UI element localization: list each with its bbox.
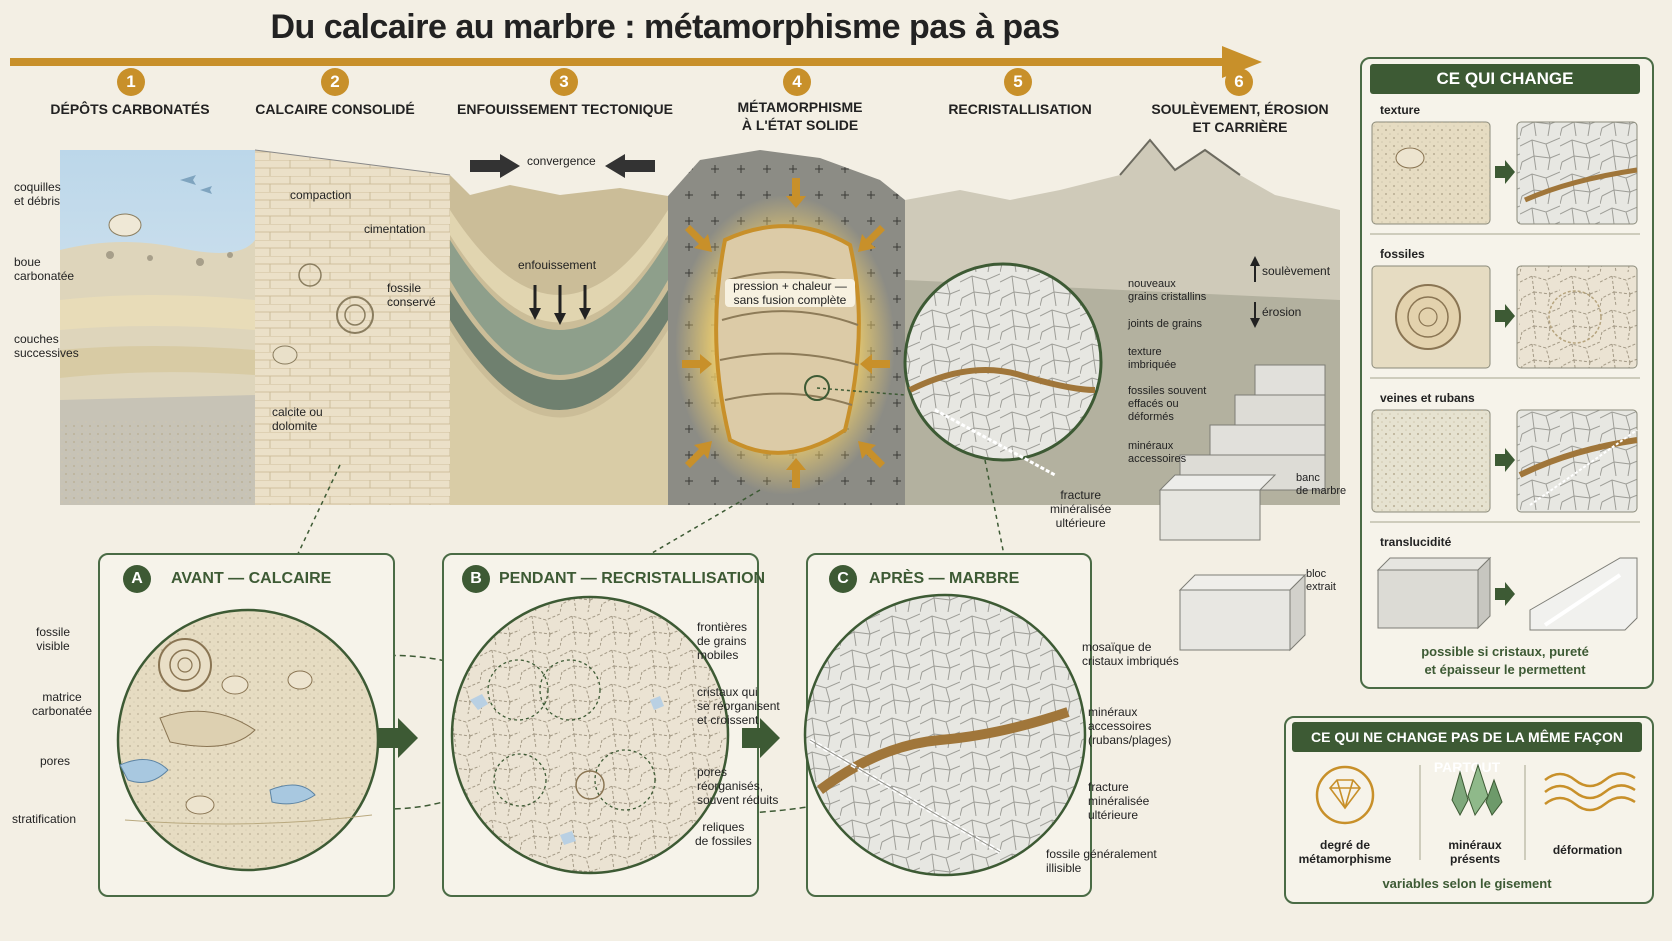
changes-title: CE QUI CHANGE	[1370, 64, 1640, 94]
label-matrice: matrice carbonatée	[32, 690, 93, 718]
label-couches: couches successives	[14, 332, 79, 360]
label-fracture-panel: fracture minéralisée ultérieure	[1088, 780, 1150, 822]
step-6-number: 6	[1225, 68, 1253, 96]
change-translucidite-label: translucidité	[1380, 535, 1452, 549]
scene-carbonate-deposits	[60, 150, 255, 505]
label-pores-reorganises: pores réorganisés, souvent réduits	[697, 765, 779, 807]
label-nouveaux-grains: nouveaux grains cristallins	[1128, 278, 1207, 303]
step-4-number: 4	[783, 68, 811, 96]
label-coquilles: coquilles et débris	[14, 180, 61, 208]
change-fossiles-label: fossiles	[1380, 247, 1425, 261]
label-fossiles-effaces: fossiles souvent effacés ou déformés	[1128, 385, 1207, 423]
panel-a-badge: A	[123, 565, 151, 593]
label-reliques: reliques de fossiles	[695, 820, 752, 848]
label-soulevement: soulèvement	[1262, 264, 1331, 278]
label-convergence: convergence	[527, 154, 596, 168]
label-bloc-extrait: bloc extrait	[1306, 568, 1336, 593]
label-enfouissement: enfouissement	[518, 258, 597, 272]
change-veines-label: veines et rubans	[1380, 391, 1475, 405]
step-2-label: CALCAIRE CONSOLIDÉ	[255, 101, 415, 117]
label-mineraux-accessoires: minéraux accessoires	[1128, 440, 1187, 465]
label-fossile-illisible: fossile généralement illisible	[1046, 847, 1157, 875]
step-2-number: 2	[321, 68, 349, 96]
diamond-icon	[1315, 765, 1375, 825]
scene-recrystallization-lens	[816, 262, 1103, 477]
circle-calcaire	[116, 608, 380, 872]
page-title: Du calcaire au marbre : métamorphisme pa…	[270, 8, 1060, 46]
panel-c-badge: C	[829, 565, 857, 593]
label-joints-grains: joints de grains	[1128, 318, 1202, 330]
step-1-label: DÉPÔTS CARBONATÉS	[50, 101, 210, 117]
variable-note: variables selon le gisement	[1382, 876, 1552, 891]
label-fossile-conserve: fossile conservé	[387, 281, 436, 309]
item-degre-label: degré de métamorphisme	[1298, 838, 1392, 866]
label-pores: pores	[40, 754, 71, 768]
scene-folding	[450, 154, 668, 505]
label-cristaux: cristaux qui se réorganisent et croissen…	[697, 685, 780, 727]
step-4-label-line2: À L'ÉTAT SOLIDE	[741, 117, 859, 133]
crystal-icon	[1451, 763, 1503, 817]
label-cimentation: cimentation	[364, 222, 426, 236]
panel-b-title: PENDANT — RECRISTALLISATION	[499, 570, 766, 587]
label-stratification: stratification	[12, 812, 77, 826]
circle-recristallisation	[450, 595, 730, 875]
label-fracture-scene: fracture minéralisée ultérieure	[1050, 488, 1112, 530]
step-4-label-line1: MÉTAMORPHISME	[737, 99, 863, 115]
label-mineraux-rubans: minéraux accessoires (rubans/plages)	[1088, 705, 1172, 747]
step-3-number: 3	[550, 68, 578, 96]
panel-b-badge: B	[462, 565, 490, 593]
wave-icon	[1544, 772, 1636, 812]
step-1-number: 1	[117, 68, 145, 96]
label-calcite: calcite ou dolomite	[272, 405, 323, 433]
variable-title: CE QUI NE CHANGE PAS DE LA MÊME FAÇON PA…	[1292, 722, 1642, 775]
label-mosaique: mosaïque de cristaux imbriqués	[1082, 640, 1179, 668]
label-texture-imbriquee: texture imbriquée	[1128, 346, 1177, 371]
panel-a-title: AVANT — CALCAIRE	[171, 570, 332, 587]
scene-limestone	[254, 149, 451, 505]
circle-marbre	[803, 593, 1087, 877]
label-erosion: érosion	[1262, 305, 1302, 319]
label-boue: boue carbonatée	[14, 255, 75, 283]
item-deformation-label: déformation	[1552, 843, 1623, 857]
label-fossile-visible: fossile visible	[36, 625, 71, 653]
change-texture-label: texture	[1380, 103, 1421, 117]
label-compaction: compaction	[290, 188, 352, 202]
step-5-label: RECRISTALLISATION	[948, 101, 1092, 117]
step-6-label-line2: ET CARRIÈRE	[1192, 119, 1288, 135]
step-6-label-line1: SOULÈVEMENT, ÉROSION	[1151, 101, 1329, 117]
label-pression-chaleur: pression + chaleur — sans fusion complèt…	[725, 279, 855, 307]
label-frontieres: frontières de grains mobiles	[697, 620, 748, 662]
translucidite-note: possible si cristaux, pureté et épaisseu…	[1421, 644, 1589, 677]
label-banc-marbre: banc de marbre	[1296, 472, 1347, 497]
step-5-number: 5	[1004, 68, 1032, 96]
item-mineraux-label: minéraux présents	[1448, 838, 1502, 866]
step-3-label: ENFOUISSEMENT TECTONIQUE	[457, 101, 673, 117]
panel-c-title: APRÈS — MARBRE	[869, 570, 1020, 587]
